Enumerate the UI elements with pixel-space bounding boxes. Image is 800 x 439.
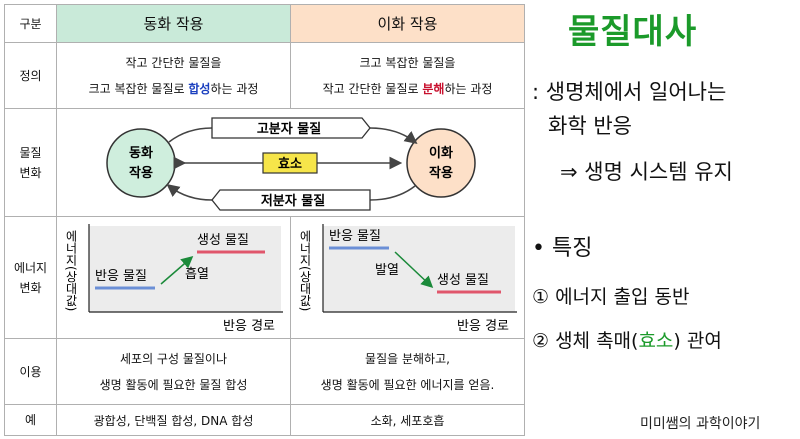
row-label-energy-line2: 변화 xyxy=(19,280,42,295)
example-anabolism: 광합성, 단백질 합성, DNA 합성 xyxy=(56,404,291,436)
graph-ana-bg xyxy=(89,225,281,312)
keyword-synthesis: 합성 xyxy=(188,81,211,96)
definition-catabolism: 크고 복잡한 물질을 작고 간단한 물질로 분해하는 과정 xyxy=(290,42,525,109)
arc-bottom-left-arrow xyxy=(166,183,213,201)
label-macromolecule: 고분자 물질 xyxy=(257,122,321,137)
row-label-definition: 정의 xyxy=(4,42,57,109)
feature-heading: • 특징 xyxy=(532,236,593,261)
comparison-table: 구분 동화 작용 이화 작용 정의 작고 간단한 물질을 크고 복잡한 물질로 … xyxy=(4,4,525,436)
row-label-example: 예 xyxy=(4,404,57,436)
graph-ana-xlabel: 반응 경로 xyxy=(223,319,275,334)
arc-top-right-arrow xyxy=(369,126,418,144)
definition-cat-pre: 작고 간단한 물질로 xyxy=(322,81,423,96)
feature-2-enzyme: 효소 xyxy=(638,330,674,352)
cycle-diagram: 동화 작용 이화 작용 고분자 물질 저분자 물질 효소 xyxy=(106,116,476,211)
definition-ana-pre: 크고 복잡한 물질로 xyxy=(88,81,189,96)
graph-cat-xlabel: 반응 경로 xyxy=(457,319,509,334)
graph-cat-reactant-label: 반응 물질 xyxy=(329,229,381,244)
use-ana-line1: 세포의 구성 물질이나 xyxy=(120,351,227,366)
graph-cat-arrow xyxy=(394,250,434,288)
arc-bottom-right xyxy=(369,184,416,201)
header-anabolism: 동화 작용 xyxy=(56,4,291,43)
definition-line1: : 생명체에서 일어나는 xyxy=(532,80,727,104)
header-catabolism: 이화 작용 xyxy=(290,4,525,43)
arc-top-left xyxy=(168,126,213,143)
graph-cat-bg xyxy=(323,225,515,312)
definition-cat-line1: 크고 복잡한 물질을 xyxy=(359,55,456,70)
row-label-material-line2: 변화 xyxy=(19,165,42,180)
definition-anabolism: 작고 간단한 물질을 크고 복잡한 물질로 합성하는 과정 xyxy=(56,42,291,109)
feature-2-post: ) 관여 xyxy=(673,330,722,352)
definition-ana-post: 하는 과정 xyxy=(210,81,259,96)
graph-cat-product-label: 생성 물질 xyxy=(437,273,489,288)
definition-cat-line2: 작고 간단한 물질로 분해하는 과정 xyxy=(291,76,524,102)
author-credit: 미미쌤의 과학이야기 xyxy=(640,416,761,432)
definition-line3: ⇒ 생명 시스템 유지 xyxy=(560,160,733,184)
use-cat-line1: 물질을 분해하고, xyxy=(365,351,450,366)
graph-ana-arrow xyxy=(160,255,194,285)
definition-ana-line2: 크고 복잡한 물질로 합성하는 과정 xyxy=(57,76,290,102)
definition-line2: 화학 반응 xyxy=(548,114,632,138)
keyword-decomposition: 분해 xyxy=(422,81,445,96)
energy-graph-catabolism: 에너지(상대값) 반응 경로 반응 물질 생성 물질 발열 xyxy=(290,216,525,339)
graph-ana-product-label: 생성 물질 xyxy=(197,233,249,248)
row-label-material-change: 물질 변화 xyxy=(4,108,57,217)
catabolism-circle-line2: 작용 xyxy=(429,165,453,181)
use-catabolism: 물질을 분해하고, 생명 활동에 필요한 에너지를 얻음. xyxy=(290,338,525,405)
graph-catabolism: 에너지(상대값) 반응 경로 반응 물질 생성 물질 발열 xyxy=(298,223,517,334)
graph-ana-ylabel: 에너지(상대값) xyxy=(64,229,78,311)
graph-cat-ylabel: 에너지(상대값) xyxy=(298,229,312,311)
anabolism-circle xyxy=(106,127,176,198)
box-macromolecule xyxy=(211,116,371,139)
row-label-energy-line1: 에너지 xyxy=(13,260,48,275)
use-anabolism: 세포의 구성 물질이나 생명 활동에 필요한 물질 합성 xyxy=(56,338,291,405)
definition-ana-line1: 작고 간단한 물질을 xyxy=(125,55,222,70)
label-enzyme: 효소 xyxy=(278,157,302,172)
row-label-energy: 에너지 변화 xyxy=(4,216,57,339)
enzyme-box xyxy=(262,151,318,174)
feature-2: ② 생체 촉매(효소) 관여 xyxy=(532,326,722,353)
use-ana-line2: 생명 활동에 필요한 물질 합성 xyxy=(99,377,248,392)
graph-anabolism: 에너지(상대값) 반응 경로 반응 물질 생성 물질 흡열 xyxy=(64,223,283,334)
use-cat-line2: 생명 활동에 필요한 에너지를 얻음. xyxy=(320,377,495,392)
row-label-material-line1: 물질 xyxy=(19,145,42,160)
graph-cat-process-label: 발열 xyxy=(375,263,399,278)
box-micromolecule xyxy=(211,188,371,211)
anabolism-circle-line1: 동화 xyxy=(129,145,153,161)
definition-cat-post: 하는 과정 xyxy=(444,81,493,96)
energy-graph-anabolism: 에너지(상대값) 반응 경로 반응 물질 생성 물질 흡열 xyxy=(56,216,291,339)
feature-2-pre: ② 생체 촉매( xyxy=(532,330,639,352)
material-change-diagram: 동화 작용 이화 작용 고분자 물질 저분자 물질 효소 xyxy=(56,108,525,217)
example-catabolism: 소화, 세포호흡 xyxy=(290,404,525,436)
catabolism-circle-line1: 이화 xyxy=(429,145,453,161)
page-title: 물질대사 xyxy=(568,12,698,52)
row-label-use: 이용 xyxy=(4,338,57,405)
graph-ana-reactant-label: 반응 물질 xyxy=(95,269,147,284)
label-micromolecule: 저분자 물질 xyxy=(261,194,325,209)
header-category: 구분 xyxy=(4,4,57,43)
anabolism-circle-line2: 작용 xyxy=(129,165,153,181)
catabolism-circle xyxy=(406,127,476,198)
graph-ana-process-label: 흡열 xyxy=(185,267,209,282)
feature-1: ① 에너지 출입 동반 xyxy=(532,286,690,308)
